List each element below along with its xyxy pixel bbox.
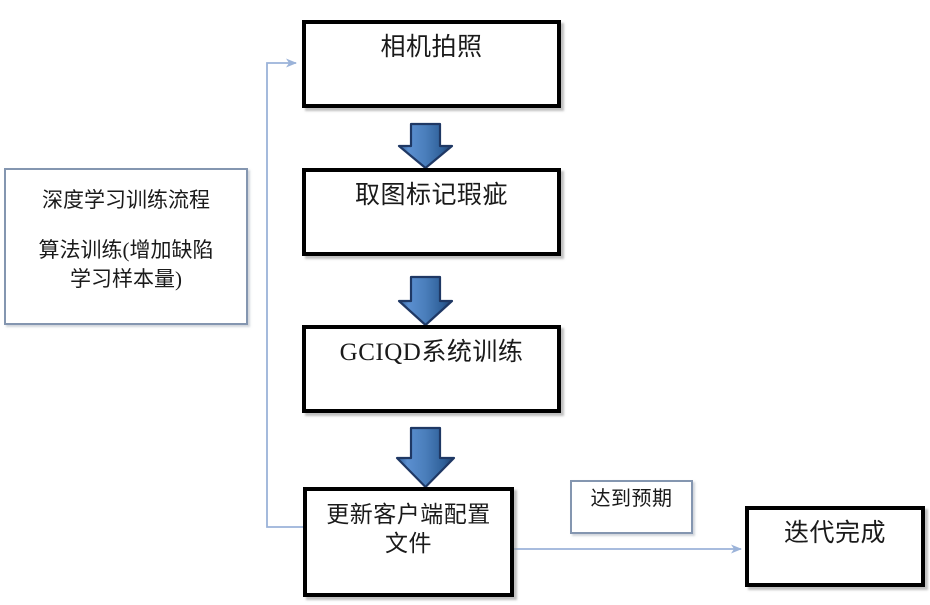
arrow-camera-to-mark-icon — [397, 122, 454, 170]
node-update-client-config[interactable]: 更新客户端配置 文件 — [303, 487, 514, 597]
node-meets-expectation-text: 达到预期 — [590, 488, 673, 510]
node-meets-expectation-label[interactable]: 达到预期 — [570, 480, 693, 534]
note-line-detail: 算法训练(增加缺陷 学习样本量) — [38, 238, 214, 291]
node-mark-defects[interactable]: 取图标记瑕疵 — [302, 168, 561, 256]
arrow-train-to-update-icon — [395, 426, 456, 489]
arrow-update-to-camera-line — [266, 58, 303, 528]
arrow-mark-to-train-icon — [397, 275, 454, 327]
deep-learning-training-note: 深度学习训练流程 算法训练(增加缺陷 学习样本量) — [4, 168, 248, 325]
node-iteration-complete-label: 迭代完成 — [783, 520, 886, 547]
node-gciqd-system-training[interactable]: GCIQD系统训练 — [302, 325, 561, 413]
node-camera-capture-label: 相机拍照 — [380, 34, 483, 61]
node-iteration-complete[interactable]: 迭代完成 — [745, 506, 925, 587]
note-body: 深度学习训练流程 算法训练(增加缺陷 学习样本量) — [6, 170, 246, 293]
node-mark-defects-label: 取图标记瑕疵 — [354, 182, 508, 209]
node-update-client-config-label: 更新客户端配置 文件 — [326, 502, 491, 557]
note-line-title: 深度学习训练流程 — [42, 188, 210, 212]
node-gciqd-system-training-label: GCIQD系统训练 — [339, 339, 524, 366]
node-camera-capture[interactable]: 相机拍照 — [302, 20, 561, 108]
